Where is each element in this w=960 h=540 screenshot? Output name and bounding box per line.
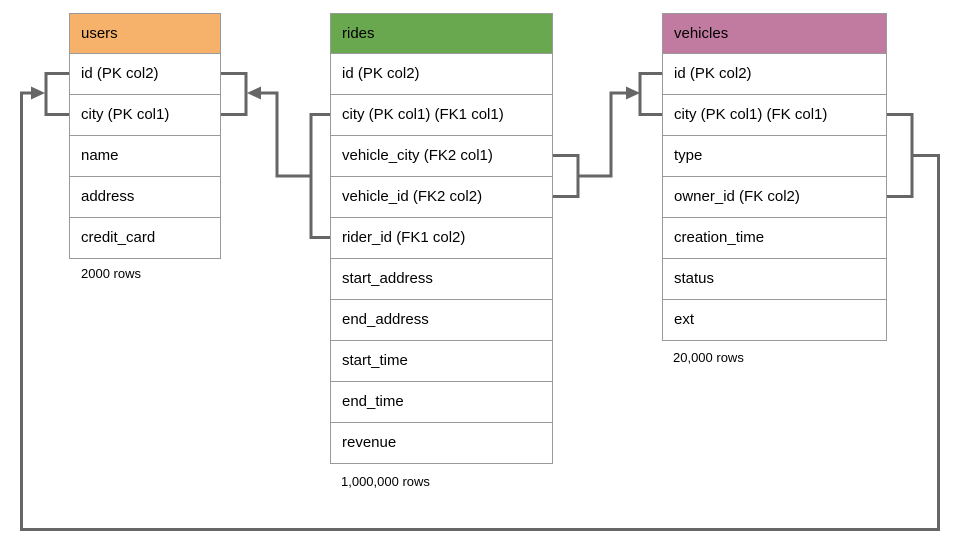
row-count-users: 2000 rows	[81, 266, 141, 281]
table-row: type	[663, 135, 886, 176]
table-rides-header: rides	[331, 14, 552, 53]
arrowhead-right-icon	[31, 86, 45, 100]
table-row: credit_card	[70, 217, 220, 258]
connector-rides-to-vehicles	[552, 72, 663, 198]
table-rides: rides id (PK col2)city (PK col1) (FK1 co…	[330, 13, 553, 464]
table-row: vehicle_id (FK2 col2)	[331, 176, 552, 217]
table-row: rider_id (FK1 col2)	[331, 217, 552, 258]
table-row: address	[70, 176, 220, 217]
rides-to-vehicles-line	[578, 91, 627, 178]
arrowhead-left-icon	[247, 86, 261, 100]
table-rides-rows: id (PK col2)city (PK col1) (FK1 col1)veh…	[331, 53, 552, 463]
rides-to-users-line	[260, 91, 311, 178]
table-vehicles-rows: id (PK col2)city (PK col1) (FK col1)type…	[663, 53, 886, 340]
connector-rides-to-users	[220, 72, 331, 239]
table-row: end_time	[331, 381, 552, 422]
table-row: revenue	[331, 422, 552, 463]
users-left-bracket	[44, 72, 70, 116]
table-row: vehicle_city (FK2 col1)	[331, 135, 552, 176]
table-vehicles: vehicles id (PK col2)city (PK col1) (FK …	[662, 13, 887, 341]
table-vehicles-header: vehicles	[663, 14, 886, 53]
rides-left-bracket	[309, 113, 331, 239]
table-row: ext	[663, 299, 886, 340]
arrowhead-right-icon	[626, 86, 640, 100]
table-row: status	[663, 258, 886, 299]
table-row: end_address	[331, 299, 552, 340]
vehicles-left-bracket	[638, 72, 663, 116]
table-row: id (PK col2)	[70, 53, 220, 94]
table-row: id (PK col2)	[331, 53, 552, 94]
row-count-vehicles: 20,000 rows	[673, 350, 744, 365]
table-row: name	[70, 135, 220, 176]
table-users-header: users	[70, 14, 220, 53]
vehicles-to-users-line	[20, 91, 940, 531]
table-row: city (PK col1)	[70, 94, 220, 135]
table-row: creation_time	[663, 217, 886, 258]
users-right-bracket	[220, 72, 248, 116]
table-row: id (PK col2)	[663, 53, 886, 94]
rides-right-bracket	[552, 154, 580, 198]
row-count-rides: 1,000,000 rows	[341, 474, 430, 489]
table-row: start_time	[331, 340, 552, 381]
connector-vehicles-to-users	[20, 72, 940, 531]
table-row: start_address	[331, 258, 552, 299]
vehicles-right-bracket	[886, 113, 914, 198]
table-row: city (PK col1) (FK col1)	[663, 94, 886, 135]
table-row: owner_id (FK col2)	[663, 176, 886, 217]
table-row: city (PK col1) (FK1 col1)	[331, 94, 552, 135]
